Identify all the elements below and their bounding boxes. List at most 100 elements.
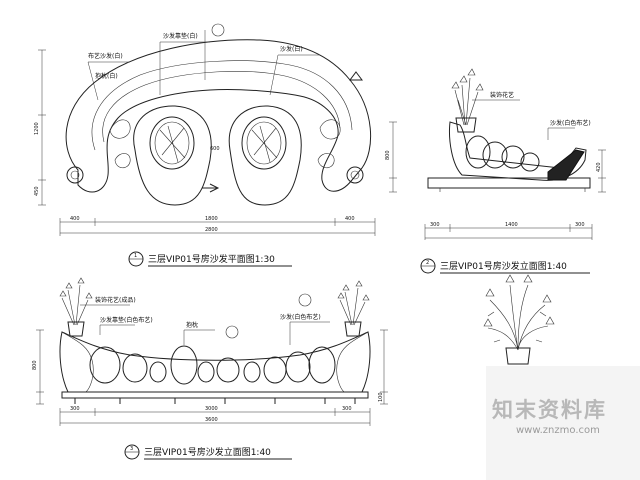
side-callout-2: 沙发(白色布艺): [550, 119, 591, 127]
sofa-front-elevation: 装饰花艺(成品) 沙发靠垫(白色布艺) 抱枕 沙发(白色布艺) 800 100 …: [32, 277, 388, 460]
watermark-url: www.znzmo.com: [516, 425, 600, 436]
plan-callout-4: 抱枕(白): [95, 72, 118, 80]
front-leader-3: [183, 329, 215, 345]
side-leader-2: [547, 127, 575, 140]
front-left-arm: [61, 331, 94, 393]
detail-flower-vase: [505, 347, 531, 365]
plan-dim-left: 400: [70, 216, 80, 222]
front-cushion-3: [149, 361, 167, 383]
front-callout-circle: [225, 325, 239, 339]
front-left-vase: [67, 321, 85, 337]
plan-right-pouf-pattern: [251, 125, 278, 163]
side-sofa-feet: [439, 188, 586, 192]
plan-dim-middle: 1800: [205, 216, 218, 222]
front-title: 三层VIP01号房沙发立面图1:40: [144, 446, 271, 458]
front-cushion-9: [285, 351, 311, 383]
front-vertical-dimension-left: [36, 329, 44, 405]
plan-callout-1: 布艺沙发(白): [88, 52, 123, 60]
plan-direction-arrow-icon: [349, 71, 363, 81]
front-cushion-7: [243, 361, 261, 383]
front-dim-left: 300: [70, 406, 80, 412]
plan-dim-arm: 450: [34, 186, 40, 196]
front-cushion-1: [89, 346, 121, 384]
front-right-flower-heads: [337, 280, 370, 301]
detail-flower-leaves: [487, 311, 547, 343]
sofa-plan-backrest-line-2: [102, 71, 341, 143]
plan-center-arrow-icon: [202, 183, 220, 193]
side-dimension-row-1: [424, 224, 593, 240]
front-sofa-feet: [74, 398, 356, 404]
sofa-side-elevation: 装饰花艺 沙发(白色布艺) 800 420 300 1400 300 2 三层V…: [385, 68, 606, 274]
front-leader-4: [289, 321, 330, 345]
plan-left-pouf-pattern: [159, 125, 186, 163]
side-backrest-panel: [547, 149, 585, 181]
front-direction-circle: [298, 293, 312, 307]
sofa-plan-outer-outline: [65, 39, 372, 193]
side-dim-seat: 420: [596, 162, 602, 172]
plan-leader-1: [87, 61, 130, 101]
watermark-panel: [486, 366, 640, 480]
sofa-plan-view: 布艺沙发(白) 沙发靠垫(白) 沙发(白) 抱枕(白) 1200 450 400…: [34, 23, 376, 267]
front-dim-base: 100: [378, 392, 384, 402]
front-sofa-base: [61, 391, 369, 399]
side-vertical-dimension-right: [598, 149, 606, 193]
front-callout-4: 沙发(白色布艺): [280, 313, 321, 321]
plan-cushion-3: [114, 153, 131, 169]
front-dim-right: 300: [342, 406, 352, 412]
plan-callout-3: 沙发(白): [280, 45, 303, 53]
side-dim-right: 300: [575, 222, 585, 228]
plan-left-pouf: [149, 116, 195, 170]
side-callout-1: 装饰花艺: [490, 91, 514, 99]
side-cushion-2: [482, 141, 508, 169]
plan-callout-circle: [211, 23, 225, 37]
front-leader-2: [99, 324, 135, 335]
plan-dim-center: 600: [210, 146, 220, 152]
front-callout-1: 装饰花艺(成品): [95, 296, 136, 304]
side-sofa-base: [427, 177, 591, 189]
side-title: 三层VIP01号房沙发立面图1:40: [440, 260, 567, 272]
side-sofa-body: [449, 121, 587, 181]
front-left-flower-heads: [59, 277, 93, 299]
plan-leader-3: [269, 54, 320, 96]
front-dim-middle: 3000: [205, 406, 218, 412]
front-cushion-5: [197, 361, 215, 383]
plan-right-arm-rosette: [346, 166, 364, 184]
plan-left-arm-rosette: [66, 166, 84, 184]
front-left-flower-stems: [61, 284, 89, 326]
plan-dim-height: 1200: [34, 122, 40, 135]
side-cushion-1: [465, 135, 491, 169]
front-vertical-dimension-right: [380, 329, 388, 405]
plan-right-pouf-inner: [246, 121, 282, 165]
plan-dim-right: 400: [345, 216, 355, 222]
plan-cushion-4: [317, 153, 335, 169]
side-title-marker: 2: [426, 260, 429, 266]
plan-right-arm-rosette-core: [350, 170, 360, 180]
front-right-arm: [336, 331, 369, 393]
plan-right-pouf: [241, 116, 287, 170]
plan-left-pouf-inner: [154, 121, 190, 165]
plan-dim-overall: 2800: [205, 227, 218, 233]
front-right-flower-stems: [339, 287, 366, 326]
front-cushion-2: [122, 353, 148, 383]
plan-callout-2: 沙发靠垫(白): [163, 32, 198, 40]
plan-dimension-row-1: [59, 218, 376, 236]
front-dim-overall: 3600: [205, 417, 218, 423]
side-flower-heads: [451, 68, 484, 91]
front-dimension-row-1: [59, 408, 371, 426]
plan-leader-2: [159, 41, 210, 95]
sofa-plan-backrest-line: [91, 60, 353, 151]
side-flower-stems: [454, 77, 479, 126]
sofa-plan-left-seat: [133, 105, 212, 206]
side-flower-vase: [455, 117, 477, 133]
side-cushion-3: [501, 145, 525, 169]
plan-title-marker: 1: [134, 253, 137, 259]
plan-vertical-dimension: [38, 49, 46, 206]
side-dim-left: 300: [430, 222, 440, 228]
front-cushion-4: [170, 345, 198, 385]
plan-title: 三层VIP01号房沙发平面图1:30: [148, 253, 275, 265]
front-dim-height: 800: [32, 360, 38, 370]
front-callout-3: 抱枕: [186, 321, 198, 329]
plan-left-arm-rosette-core: [70, 170, 80, 180]
front-cushion-10: [308, 346, 336, 384]
